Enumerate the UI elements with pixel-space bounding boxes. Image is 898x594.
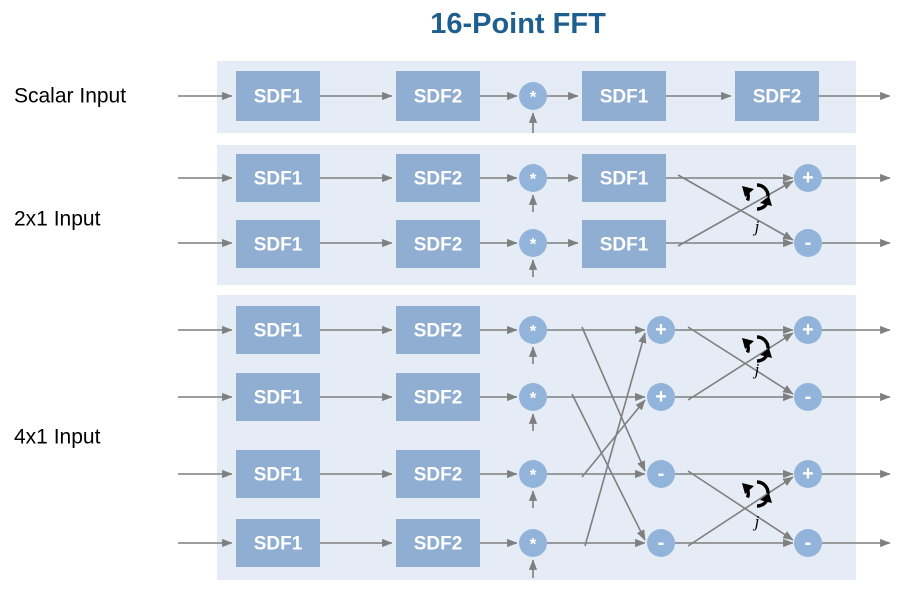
block-4x1-4-sdf2 <box>396 519 480 567</box>
block-label: SDF2 <box>414 235 463 256</box>
multiplier-2x1-b <box>519 229 547 257</box>
subtractor-glyph: - <box>658 463 665 485</box>
rotation-label-4x1-lower: j <box>753 512 760 531</box>
multiplier-4x1-4 <box>519 529 547 557</box>
subtractor-4x1-bf2-4 <box>794 529 822 557</box>
block-scalar-sdf2-a <box>396 71 480 121</box>
block-label: SDF1 <box>254 235 303 256</box>
row-label-scalar: Scalar Input <box>14 85 126 108</box>
wire-2x1-bf-cross-up <box>677 180 794 247</box>
subtractor-glyph: - <box>805 532 812 554</box>
wire-4x1-bf2-cross-3to4 <box>687 470 794 541</box>
rotation-icon-4x1-lower <box>742 480 772 508</box>
subtractor-glyph: - <box>805 386 812 408</box>
page-title: 16-Point FFT <box>430 8 606 40</box>
wire-4x1-bf2-cross-1to2 <box>687 326 794 395</box>
multiplier-4x1-3 <box>519 460 547 488</box>
adder-glyph: + <box>802 167 814 189</box>
block-2x1-a-sdf1 <box>236 154 320 202</box>
multiplier-scalar <box>519 82 547 110</box>
adder-4x1-bf2-1 <box>794 316 822 344</box>
subtractor-glyph: - <box>658 532 665 554</box>
wire-2x1-bf-cross-down <box>677 174 794 241</box>
adder-4x1-bf1-1 <box>647 316 675 344</box>
wire-4x1-bf1-cross-1to3 <box>581 326 646 472</box>
wire-4x1-bf1-cross-3to2 <box>581 399 646 478</box>
block-label: SDF1 <box>254 321 303 342</box>
subtractor-2x1-bottom <box>794 229 822 257</box>
multiplier-4x1-1 <box>519 316 547 344</box>
multiplier-glyph: * <box>530 235 537 254</box>
rotation-icon-4x1-upper <box>742 335 772 363</box>
block-2x1-b-sdf1 <box>236 220 320 268</box>
rotation-label-2x1: j <box>753 217 760 236</box>
block-label: SDF2 <box>414 465 463 486</box>
block-label: SDF1 <box>254 87 303 108</box>
subtractor-4x1-bf1-3 <box>647 460 675 488</box>
block-scalar-sdf1-b <box>582 71 666 121</box>
block-scalar-sdf2-b <box>735 71 819 121</box>
rotation-label-4x1-upper: j <box>753 360 760 379</box>
adder-4x1-bf2-3 <box>794 460 822 488</box>
multiplier-glyph: * <box>530 389 537 408</box>
multiplier-4x1-2 <box>519 383 547 411</box>
adder-glyph: + <box>655 319 667 341</box>
adder-glyph: + <box>802 463 814 485</box>
adder-glyph: + <box>802 319 814 341</box>
block-4x1-3-sdf2 <box>396 450 480 498</box>
block-label: SDF2 <box>414 87 463 108</box>
wire-4x1-bf1-cross-2to4 <box>571 393 646 541</box>
block-2x1-b-sdf1b <box>582 220 666 268</box>
block-label: SDF2 <box>414 321 463 342</box>
multiplier-glyph: * <box>530 322 537 341</box>
block-label: SDF1 <box>600 169 649 190</box>
wire-4x1-bf1-cross-4to1 <box>584 332 647 547</box>
block-label: SDF1 <box>254 169 303 190</box>
block-label: SDF1 <box>600 87 649 108</box>
adder-glyph: + <box>655 386 667 408</box>
block-2x1-a-sdf2 <box>396 154 480 202</box>
block-4x1-4-sdf1 <box>236 519 320 567</box>
block-label: SDF2 <box>414 534 463 555</box>
subtractor-4x1-bf2-2 <box>794 383 822 411</box>
multiplier-2x1-a <box>519 164 547 192</box>
subtractor-glyph: - <box>805 232 812 254</box>
wire-4x1-bf2-cross-4to3 <box>687 476 794 547</box>
block-label: SDF2 <box>414 169 463 190</box>
block-label: SDF1 <box>254 534 303 555</box>
rotation-icon-2x1 <box>742 183 772 211</box>
row-label-4x1: 4x1 Input <box>14 426 101 449</box>
adder-4x1-bf1-2 <box>647 383 675 411</box>
block-4x1-1-sdf1 <box>236 306 320 354</box>
block-label: SDF1 <box>254 388 303 409</box>
multiplier-glyph: * <box>530 535 537 554</box>
block-label: SDF1 <box>600 235 649 256</box>
multiplier-glyph: * <box>530 466 537 485</box>
block-scalar-sdf1-a <box>236 71 320 121</box>
block-4x1-2-sdf1 <box>236 373 320 421</box>
wire-4x1-bf2-cross-2to1 <box>687 332 794 401</box>
multiplier-glyph: * <box>530 170 537 189</box>
subtractor-4x1-bf1-4 <box>647 529 675 557</box>
block-2x1-b-sdf2 <box>396 220 480 268</box>
block-4x1-1-sdf2 <box>396 306 480 354</box>
adder-2x1-top <box>794 164 822 192</box>
block-4x1-3-sdf1 <box>236 450 320 498</box>
row-label-2x1: 2x1 Input <box>14 208 101 231</box>
block-2x1-a-sdf1b <box>582 154 666 202</box>
multiplier-glyph: * <box>530 88 537 107</box>
block-label: SDF2 <box>753 87 802 108</box>
block-label: SDF1 <box>254 465 303 486</box>
block-4x1-2-sdf2 <box>396 373 480 421</box>
block-label: SDF2 <box>414 388 463 409</box>
